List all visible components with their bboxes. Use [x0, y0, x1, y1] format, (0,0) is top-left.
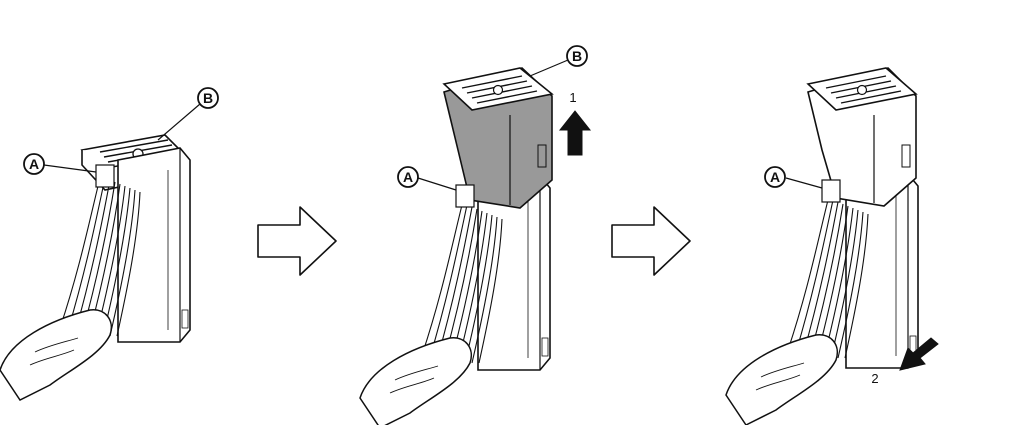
step-1-panel: A B [0, 87, 219, 401]
callout-b-letter: B [203, 90, 213, 106]
next-step-arrow-2 [611, 206, 691, 276]
callout-b: B [157, 87, 219, 141]
callout-a: A [23, 153, 97, 175]
lever-raised [442, 67, 554, 209]
next-step-arrow-1 [257, 206, 337, 276]
callout-a-letter: A [403, 169, 413, 185]
lever-raised [806, 67, 918, 207]
callout-b: B [529, 45, 588, 77]
callout-a: A [397, 166, 457, 191]
step-number-2: 2 [871, 371, 878, 386]
step-number-1: 1 [569, 90, 576, 105]
step-3-panel: A 2 [725, 67, 939, 425]
callout-a-letter: A [770, 169, 780, 185]
callout-a: A [764, 166, 823, 189]
callout-b-letter: B [572, 48, 582, 64]
callout-a-letter: A [29, 156, 39, 172]
pull-up-arrow: 1 [558, 90, 592, 156]
step-2-panel: A B 1 [359, 45, 592, 425]
pull-out-arrow: 2 [871, 337, 939, 386]
